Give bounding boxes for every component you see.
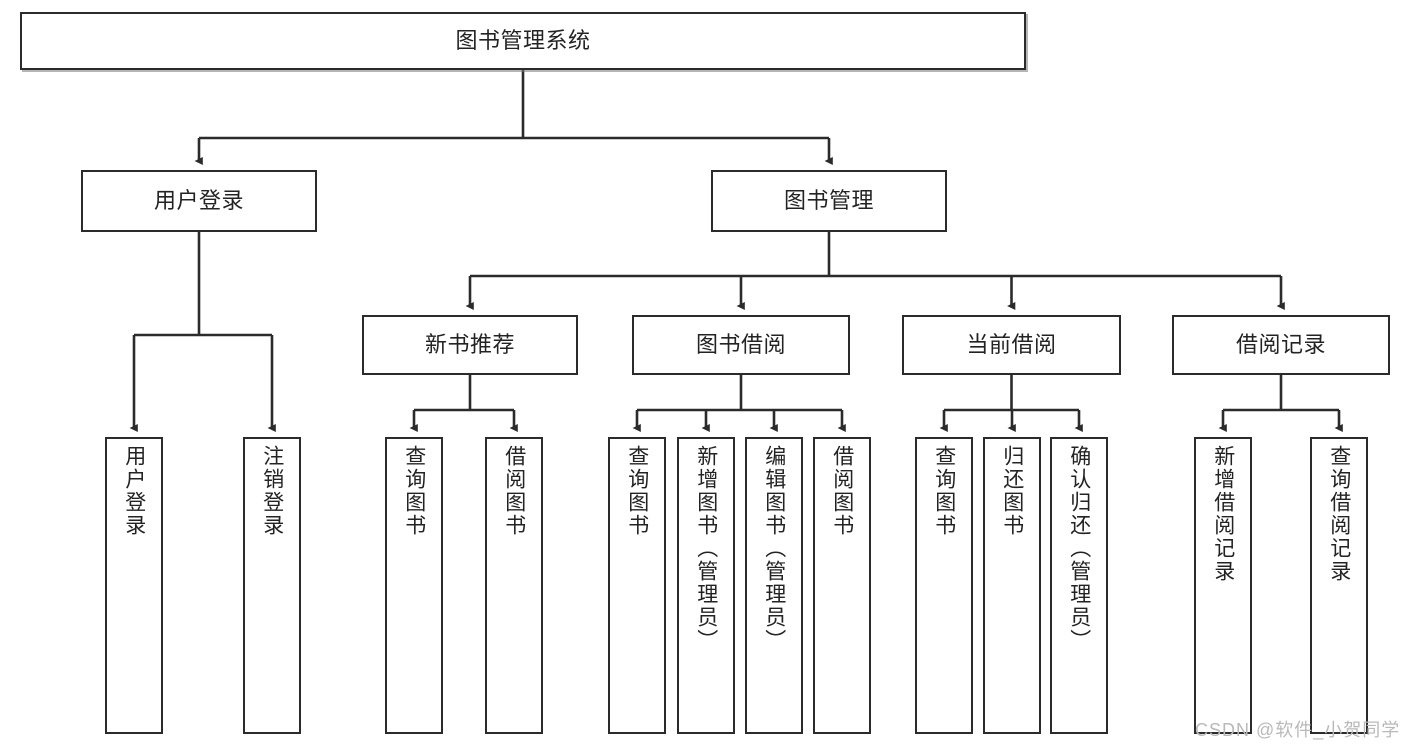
- node-new-book-recommend-label: 新书推荐: [424, 332, 515, 358]
- node-book-management-label: 图书管理: [783, 188, 874, 214]
- node-leaf-query-record[interactable]: 查询借阅记录: [1310, 437, 1368, 734]
- node-leaf-return-book[interactable]: 归还图书: [983, 437, 1041, 734]
- node-leaf-logout[interactable]: 注销登录: [243, 437, 301, 734]
- node-leaf-return-book-label: 归还图书: [1000, 445, 1024, 537]
- node-leaf-query-book-1[interactable]: 查询图书: [385, 437, 443, 734]
- node-leaf-query-book-1-label: 查询图书: [402, 445, 426, 537]
- node-leaf-add-book-label: 新增图书（管理员）: [694, 445, 718, 652]
- node-new-book-recommend[interactable]: 新书推荐: [362, 315, 578, 375]
- node-book-borrow[interactable]: 图书借阅: [632, 315, 850, 375]
- node-leaf-query-book-3[interactable]: 查询图书: [915, 437, 973, 734]
- node-leaf-user-login[interactable]: 用户登录: [105, 437, 163, 734]
- node-leaf-add-record-label: 新增借阅记录: [1211, 445, 1235, 583]
- node-user-login[interactable]: 用户登录: [81, 170, 317, 232]
- node-book-borrow-label: 图书借阅: [695, 332, 786, 358]
- node-leaf-user-login-label: 用户登录: [122, 445, 146, 537]
- node-user-login-label: 用户登录: [153, 188, 244, 214]
- node-leaf-query-book-2-label: 查询图书: [625, 445, 649, 537]
- node-leaf-confirm-return-label: 确认归还（管理员）: [1067, 445, 1091, 652]
- node-leaf-query-book-2[interactable]: 查询图书: [608, 437, 666, 734]
- node-leaf-edit-book-label: 编辑图书（管理员）: [762, 445, 786, 652]
- node-leaf-edit-book[interactable]: 编辑图书（管理员）: [745, 437, 803, 734]
- node-leaf-add-book[interactable]: 新增图书（管理员）: [677, 437, 735, 734]
- node-leaf-borrow-book-1[interactable]: 借阅图书: [485, 437, 543, 734]
- node-borrow-record-label: 借阅记录: [1235, 332, 1326, 358]
- node-leaf-borrow-book-1-label: 借阅图书: [502, 445, 526, 537]
- node-book-management[interactable]: 图书管理: [711, 170, 947, 232]
- node-root-title[interactable]: 图书管理系统: [20, 12, 1026, 70]
- node-leaf-borrow-book-2-label: 借阅图书: [830, 445, 854, 537]
- node-leaf-query-record-label: 查询借阅记录: [1327, 445, 1351, 583]
- node-current-borrow-label: 当前借阅: [966, 332, 1057, 358]
- node-leaf-logout-label: 注销登录: [260, 445, 284, 537]
- node-leaf-borrow-book-2[interactable]: 借阅图书: [813, 437, 871, 734]
- node-leaf-confirm-return[interactable]: 确认归还（管理员）: [1050, 437, 1108, 734]
- node-leaf-query-book-3-label: 查询图书: [932, 445, 956, 537]
- node-leaf-add-record[interactable]: 新增借阅记录: [1194, 437, 1252, 734]
- node-borrow-record[interactable]: 借阅记录: [1172, 315, 1390, 375]
- node-root-title-label: 图书管理系统: [455, 28, 591, 54]
- node-current-borrow[interactable]: 当前借阅: [902, 315, 1121, 375]
